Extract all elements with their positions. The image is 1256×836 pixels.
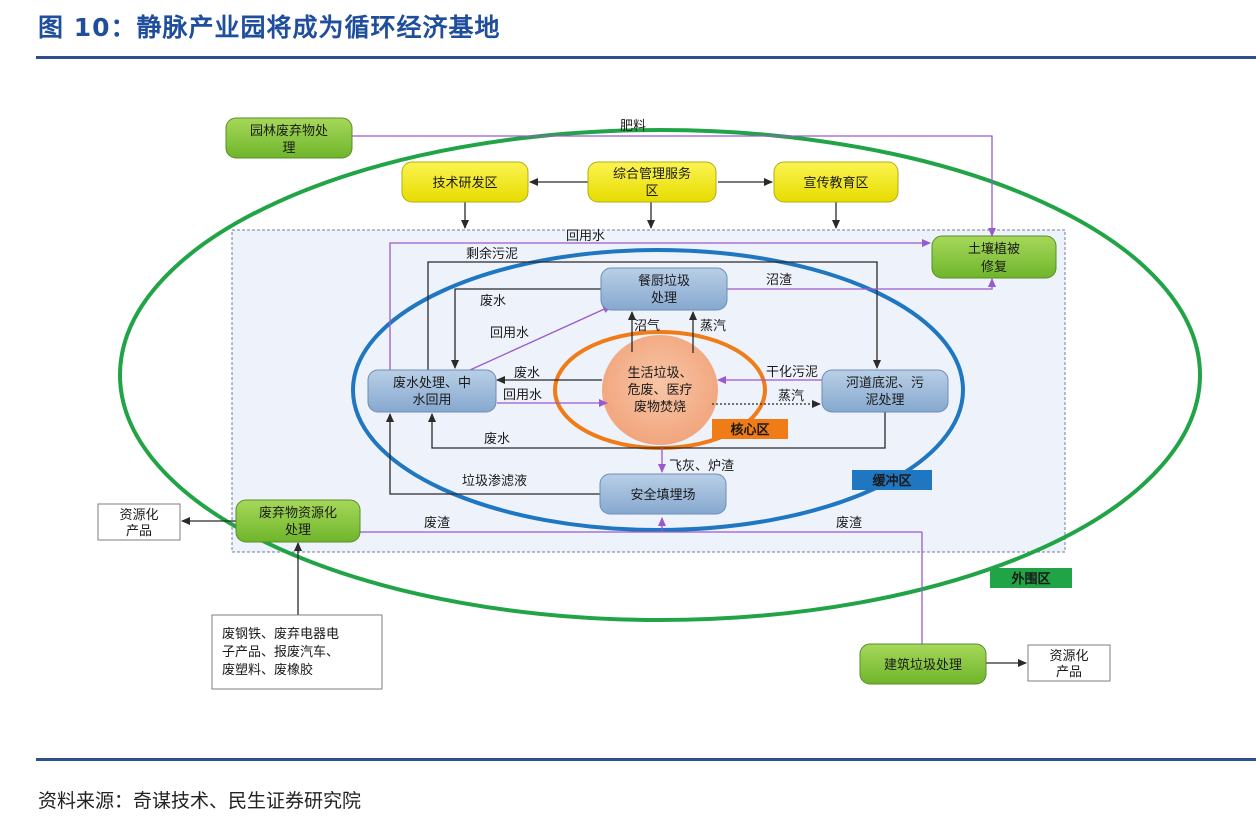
resource-product-right-line2: 产品	[1056, 665, 1082, 680]
node-garden-waste-line2: 理	[282, 141, 295, 156]
node-construction[interactable]: 建筑垃圾处理	[859, 643, 987, 685]
node-kitchen-line1: 餐厨垃圾	[638, 273, 690, 289]
label-waste-residue-a: 废渣	[424, 515, 450, 531]
label-recycled-water-b: 回用水	[503, 388, 542, 403]
zone-tag-core-label: 核心区	[730, 422, 769, 438]
node-landfill-label: 安全填埋场	[630, 487, 695, 503]
node-core-line1: 生活垃圾、	[627, 366, 692, 381]
zone-tag-core: 核心区	[712, 419, 788, 439]
node-core-line2: 危废、医疗	[627, 382, 692, 398]
outer-zone-ring	[118, 128, 1202, 622]
node-tech-rd-label: 技术研发区	[432, 175, 497, 191]
label-fly-ash: 飞灰、炉渣	[669, 459, 734, 474]
node-soil[interactable]: 土壤植被 修复	[931, 235, 1057, 279]
buffer-zone-ring	[351, 248, 965, 532]
node-mgmt[interactable]: 综合管理服务 区	[587, 161, 717, 203]
node-resource-product-right[interactable]: 资源化 产品	[1027, 644, 1111, 682]
label-waste-residue-b: 废渣	[836, 515, 862, 531]
label-leachate: 垃圾渗滤液	[462, 474, 527, 489]
node-wastewater-line2: 水回用	[412, 393, 451, 408]
resource-product-right-line1: 资源化	[1049, 649, 1088, 664]
node-river[interactable]: 河道底泥、污 泥处理	[821, 369, 949, 413]
zone-tag-buffer-label: 缓冲区	[872, 473, 911, 489]
label-biogas: 沼气	[634, 318, 660, 334]
node-soil-line1: 土壤植被	[968, 241, 1020, 257]
figure-title: 图 10：静脉产业园将成为循环经济基地	[38, 13, 501, 42]
node-tech-rd[interactable]: 技术研发区	[401, 161, 529, 203]
node-edu[interactable]: 宣传教育区	[773, 161, 899, 203]
scrap-line1: 废钢铁、废弃电器电	[222, 626, 339, 642]
zone-tag-buffer: 缓冲区	[852, 470, 932, 490]
node-edu-label: 宣传教育区	[803, 175, 868, 191]
label-dried-sludge: 干化污泥	[766, 365, 818, 380]
label-steam-a: 蒸汽	[700, 319, 726, 334]
label-recycled-water-a: 回用水	[490, 326, 529, 341]
node-mgmt-line2: 区	[645, 184, 658, 199]
label-steam-b: 蒸汽	[778, 389, 804, 404]
label-biogas-residue: 沼渣	[766, 273, 792, 288]
node-construction-label: 建筑垃圾处理	[884, 657, 962, 673]
node-soil-line2: 修复	[981, 260, 1007, 275]
node-scrap-inputs[interactable]: 废钢铁、废弃电器电 子产品、报废汽车、 废塑料、废橡胶	[211, 614, 383, 690]
node-river-line1: 河道底泥、污	[846, 375, 924, 391]
label-wastewater-c: 废水	[484, 431, 510, 447]
node-river-line2: 泥处理	[865, 393, 904, 408]
node-landfill[interactable]: 安全填埋场	[599, 473, 727, 515]
node-garden-waste[interactable]: 园林废弃物处 理	[225, 117, 353, 159]
scrap-line2: 子产品、报废汽车、	[222, 644, 339, 660]
label-recycled-water-top: 回用水	[566, 229, 605, 244]
top-divider	[36, 56, 1256, 59]
node-resource-proc[interactable]: 废弃物资源化 处理	[235, 499, 361, 543]
resource-product-left-line2: 产品	[126, 524, 152, 539]
label-residual-sludge: 剩余污泥	[466, 246, 518, 262]
zone-tag-outer-label: 外围区	[1010, 571, 1050, 587]
node-kitchen[interactable]: 餐厨垃圾 处理	[600, 267, 728, 311]
node-mgmt-line1: 综合管理服务	[613, 166, 691, 182]
node-kitchen-line2: 处理	[651, 291, 677, 306]
bottom-divider	[36, 758, 1256, 761]
label-fertilizer: 肥料	[620, 119, 646, 134]
node-garden-waste-line1: 园林废弃物处	[250, 123, 328, 139]
scrap-line3: 废塑料、废橡胶	[222, 662, 313, 678]
node-resource-proc-line1: 废弃物资源化	[259, 505, 337, 521]
node-core-line3: 废物焚烧	[634, 399, 686, 415]
core-node-fill	[602, 335, 718, 445]
resource-product-left-line1: 资源化	[119, 508, 158, 523]
source-note: 资料来源：奇谋技术、民生证券研究院	[38, 790, 362, 812]
label-wastewater-b: 废水	[514, 365, 540, 381]
node-resource-product-left[interactable]: 资源化 产品	[97, 503, 181, 541]
node-wastewater[interactable]: 废水处理、中 水回用	[367, 369, 497, 413]
label-wastewater-a: 废水	[480, 293, 506, 309]
zone-tag-outer: 外围区	[990, 568, 1072, 588]
node-resource-proc-line2: 处理	[285, 523, 311, 538]
node-wastewater-line1: 废水处理、中	[393, 375, 471, 391]
node-core[interactable]: 生活垃圾、 危废、医疗 废物焚烧	[627, 366, 692, 415]
